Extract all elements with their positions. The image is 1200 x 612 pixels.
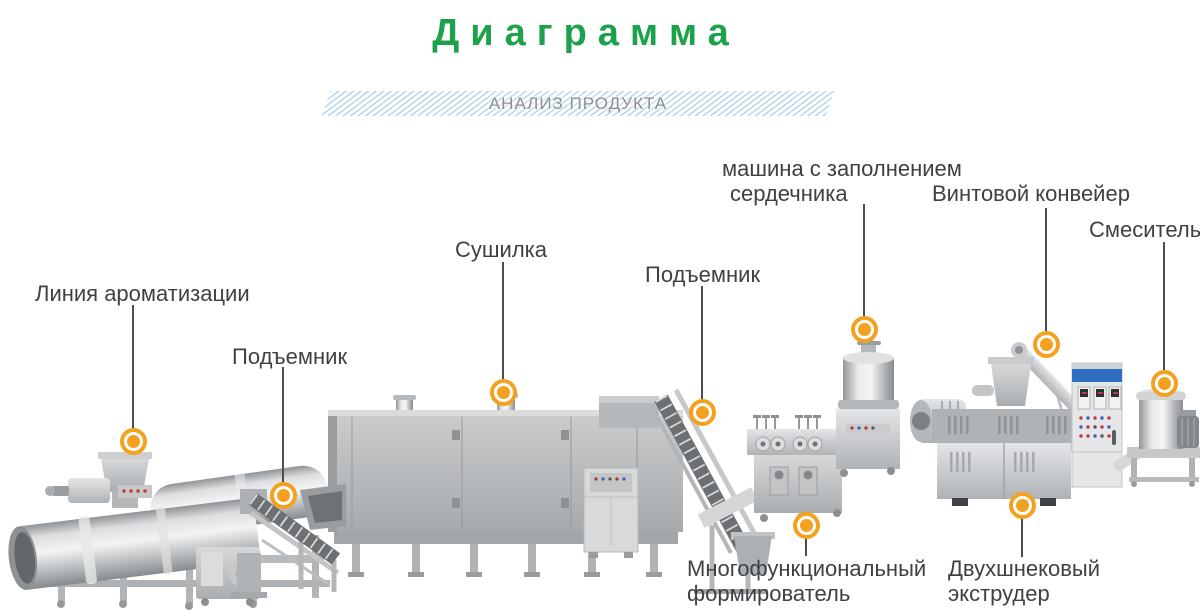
label-screw-conveyor: Винтовой конвейер <box>932 181 1130 206</box>
dryer-machine <box>328 393 683 577</box>
label-line: Двухшнековый <box>948 556 1101 581</box>
connector-flavoring-line <box>132 305 134 428</box>
marker-multifunctional-former <box>792 511 820 539</box>
banner-subtitle: АНАЛИЗ ПРОДУКТА <box>488 94 668 113</box>
connector-multifunctional-former <box>805 538 807 556</box>
connector-screw-conveyor <box>1045 208 1047 331</box>
label-dryer: Сушилка <box>455 237 547 262</box>
connector-twin-screw-extruder <box>1021 518 1023 557</box>
connector-elevator-1 <box>282 367 284 482</box>
label-elevator-2: Подъемник <box>645 262 760 287</box>
label-line: формирователь <box>687 581 851 606</box>
twin-screw-extruder-machine <box>910 342 1088 506</box>
label-line: Подъемник <box>645 262 761 287</box>
marker-mixer <box>1150 369 1178 397</box>
elevator-1-machine <box>231 484 346 598</box>
label-elevator-1: Подъемник <box>232 344 347 369</box>
label-mixer: Смеситель <box>1089 217 1200 242</box>
label-line: машина с заполнением <box>722 156 962 181</box>
elevator-2-machine <box>599 388 775 594</box>
core-filling-machine <box>836 333 900 477</box>
flavoring-line-machine <box>8 452 330 610</box>
marker-core-filling-machine <box>850 315 878 343</box>
label-flavoring-line: Линия ароматизации <box>35 281 250 306</box>
label-line: Сушилка <box>455 237 548 262</box>
connector-elevator-2 <box>701 286 703 399</box>
label-line: Многофункциональный <box>687 556 927 581</box>
multifunctional-former-machine <box>697 415 843 528</box>
extruder-control-cabinet <box>1071 362 1123 488</box>
connector-dryer <box>502 262 504 379</box>
marker-flavoring-line <box>119 427 147 455</box>
marker-screw-conveyor <box>1032 330 1060 358</box>
marker-dryer <box>489 378 517 406</box>
marker-elevator-2 <box>688 398 716 426</box>
label-line: Линия ароматизации <box>35 281 250 306</box>
mixer-machine <box>1113 388 1200 487</box>
label-line: Смеситель <box>1089 217 1200 242</box>
label-line: Подъемник <box>232 344 348 369</box>
label-line: сердечника <box>730 181 848 206</box>
connector-core-filling-machine <box>863 204 865 316</box>
marker-twin-screw-extruder <box>1008 491 1036 519</box>
label-line: экструдер <box>948 581 1050 606</box>
page-title: Диаграмма <box>432 12 740 54</box>
connector-mixer <box>1163 242 1165 370</box>
marker-elevator-1 <box>269 481 297 509</box>
label-line: Винтовой конвейер <box>932 181 1130 206</box>
